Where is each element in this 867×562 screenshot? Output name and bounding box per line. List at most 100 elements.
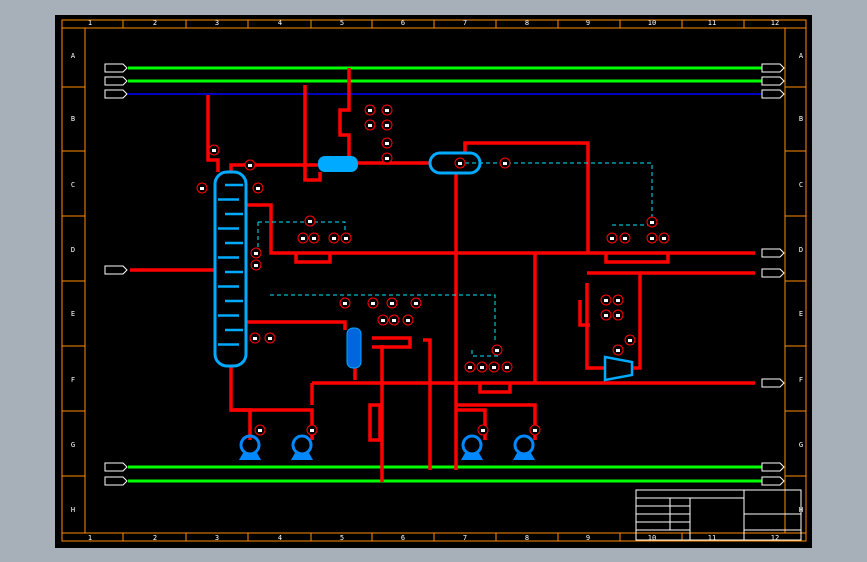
- process-pipe: [478, 383, 512, 394]
- equipment: [213, 151, 634, 460]
- instrument-tag: [503, 162, 507, 165]
- instrument-tag: [268, 337, 272, 340]
- column-label: 3: [215, 19, 219, 27]
- column-label: 3: [215, 534, 219, 542]
- process-lines: [104, 63, 785, 486]
- instrument-tag: [662, 237, 666, 240]
- instrument-tag: [610, 237, 614, 240]
- instrument-tag: [200, 187, 204, 190]
- process-pipe: [294, 253, 332, 264]
- column-label: 4: [278, 534, 282, 542]
- row-label: G: [799, 441, 803, 449]
- instrument-tag: [458, 162, 462, 165]
- process-pipe: [578, 300, 590, 327]
- line-tag: [761, 76, 785, 86]
- line-tag: [104, 63, 128, 73]
- row-label: A: [71, 52, 76, 60]
- row-label: E: [799, 310, 803, 318]
- instrument-tag: [468, 366, 472, 369]
- instrument-tag: [616, 349, 620, 352]
- instrument-tag: [256, 187, 260, 190]
- row-label: D: [799, 246, 803, 254]
- instrument-tag: [368, 109, 372, 112]
- row-label: D: [71, 246, 75, 254]
- column-label: 6: [401, 534, 405, 542]
- row-label: C: [799, 181, 803, 189]
- process-pipe: [206, 95, 220, 172]
- process-pipe: [338, 68, 351, 163]
- column-label: 10: [648, 19, 656, 27]
- instrument-tag: [254, 252, 258, 255]
- signal-line: [270, 294, 496, 340]
- row-label: G: [71, 441, 75, 449]
- column-label: 11: [708, 19, 716, 27]
- pump-base: [461, 453, 483, 460]
- instrument-tag: [492, 366, 496, 369]
- line-tag: [761, 378, 785, 388]
- instrument-tag: [650, 237, 654, 240]
- signal-line: [258, 221, 346, 235]
- drawing-background: [55, 15, 812, 548]
- instrument-tag: [312, 237, 316, 240]
- instrument-tag: [332, 237, 336, 240]
- line-tag: [761, 268, 785, 278]
- instrument-tag: [381, 319, 385, 322]
- column-label: 2: [153, 19, 157, 27]
- column-label: 6: [401, 19, 405, 27]
- column-label: 7: [463, 19, 467, 27]
- instrument-tag: [308, 220, 312, 223]
- process-pipe: [246, 320, 347, 330]
- instrument-tag: [604, 314, 608, 317]
- instrument-tag: [650, 221, 654, 224]
- process-pipe: [585, 283, 605, 370]
- process-pipe: [246, 203, 755, 255]
- pump-base: [291, 453, 313, 460]
- signal-line: [471, 350, 500, 357]
- row-label: F: [71, 376, 75, 384]
- row-label: E: [71, 310, 75, 318]
- instrument-tag: [390, 302, 394, 305]
- column-label: 4: [278, 19, 282, 27]
- line-tag: [104, 476, 128, 486]
- column-label: 10: [648, 534, 656, 542]
- instrument-tag: [212, 149, 216, 152]
- line-tag: [104, 462, 128, 472]
- line-tag: [104, 265, 128, 275]
- instrument-tag: [253, 337, 257, 340]
- instrument-tag: [495, 349, 499, 352]
- instrument-tag: [623, 237, 627, 240]
- instrument-tag: [392, 319, 396, 322]
- instrument-tag: [343, 302, 347, 305]
- instrument-tag: [254, 264, 258, 267]
- line-tag: [761, 476, 785, 486]
- instrument-tag: [628, 339, 632, 342]
- column-label: 1: [88, 534, 92, 542]
- row-label: C: [71, 181, 75, 189]
- condenser: [318, 156, 358, 172]
- column-label: 5: [340, 534, 344, 542]
- instrument-tag: [533, 429, 537, 432]
- row-label: A: [799, 52, 804, 60]
- row-label: F: [799, 376, 803, 384]
- process-pipe: [368, 403, 382, 442]
- process-pipe: [303, 85, 322, 182]
- distillation-column: [213, 170, 248, 368]
- instrument-tag: [481, 429, 485, 432]
- instrument-tag: [301, 237, 305, 240]
- process-pipe: [372, 336, 412, 349]
- column-label: 7: [463, 534, 467, 542]
- instrument-tag: [406, 319, 410, 322]
- column-label: 5: [340, 19, 344, 27]
- compressor: [603, 355, 634, 382]
- instrument-tag: [414, 302, 418, 305]
- instrument-tag: [616, 299, 620, 302]
- column-label: 9: [586, 19, 590, 27]
- column-label: 12: [771, 19, 779, 27]
- instrument-tag: [604, 299, 608, 302]
- line-tag: [104, 76, 128, 86]
- column-label: 9: [586, 534, 590, 542]
- title-block-frame: [635, 489, 802, 541]
- instrument-tag: [258, 429, 262, 432]
